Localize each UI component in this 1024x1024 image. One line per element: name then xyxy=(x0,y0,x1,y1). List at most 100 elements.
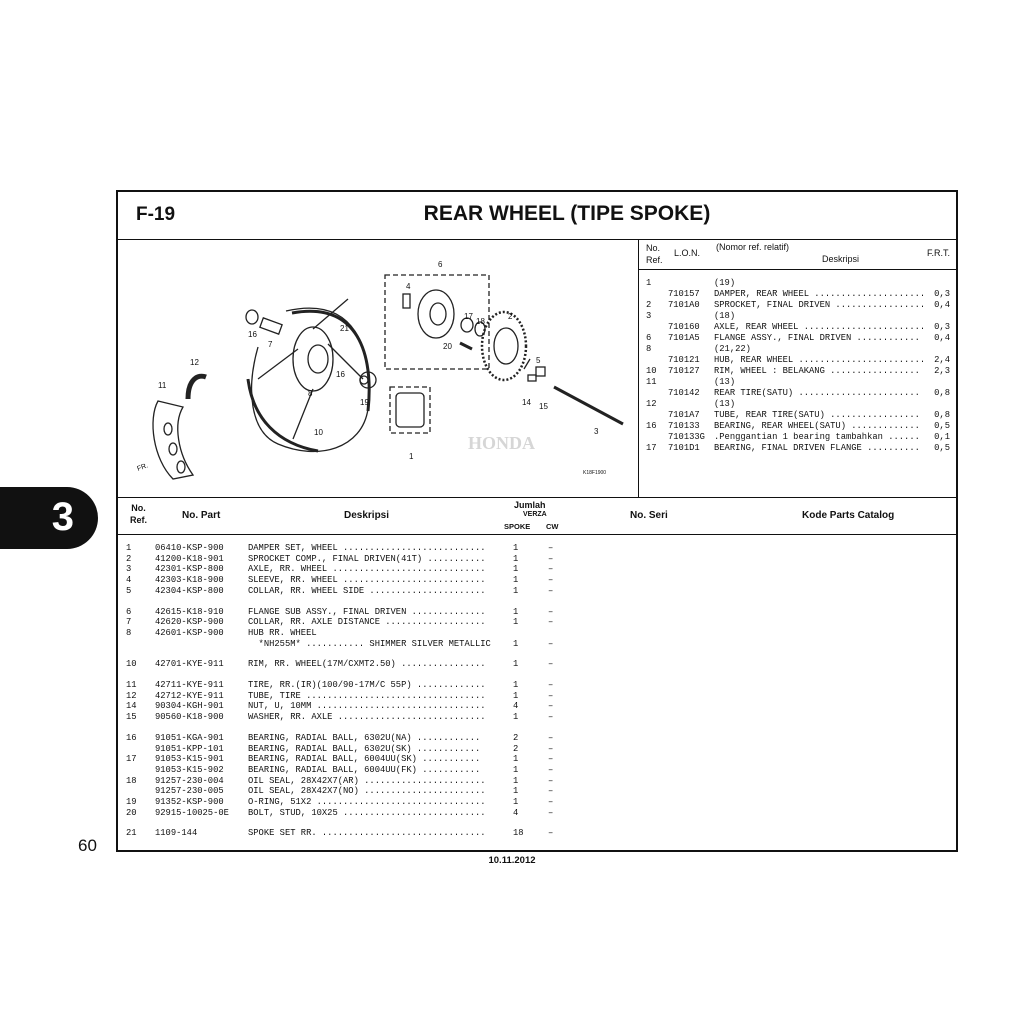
part-cw: – xyxy=(548,659,554,670)
part-number: 91257-230-004 xyxy=(155,775,224,786)
ref-no: 2 xyxy=(646,300,652,310)
part-desc: SPOKE SET RR. ..........................… xyxy=(248,828,486,839)
ref-frt: 2,3 xyxy=(934,366,950,376)
ref-no: 10 xyxy=(646,366,657,376)
part-desc: WASHER, RR. AXLE .......................… xyxy=(248,712,486,723)
part-qty: 1 xyxy=(513,585,519,596)
part-cw: – xyxy=(548,575,554,586)
svg-text:21: 21 xyxy=(340,324,349,333)
part-qty: 1 xyxy=(513,712,519,723)
ref-table-row: 11(13) xyxy=(638,377,956,388)
part-cw: – xyxy=(548,543,554,553)
part-number: 91257-230-005 xyxy=(155,786,224,797)
section-tab: 3 xyxy=(0,487,98,549)
svg-text:4: 4 xyxy=(406,282,411,291)
ref-desc: DAMPER, REAR WHEEL ..................... xyxy=(714,289,926,299)
part-desc: COLLAR, RR. AXLE DISTANCE ..............… xyxy=(248,617,486,628)
part-cw: – xyxy=(548,680,554,690)
svg-text:10: 10 xyxy=(314,428,323,437)
axle-shape xyxy=(553,385,624,426)
part-desc: BEARING, RADIAL BALL, 6302U(NA) ........… xyxy=(248,732,481,743)
part-desc: COLLAR, RR. WHEEL SIDE .................… xyxy=(248,585,486,596)
part-number: 91051-KPP-101 xyxy=(155,743,224,754)
part-cw: – xyxy=(548,754,554,765)
svg-text:18: 18 xyxy=(476,317,485,326)
part-ref-no: 15 xyxy=(126,712,137,723)
part-ref-no: 1 xyxy=(126,543,132,553)
ref-no: 16 xyxy=(646,421,657,431)
part-ref-no: 3 xyxy=(126,564,132,575)
svg-text:19: 19 xyxy=(360,398,369,407)
ref-frt: 2,4 xyxy=(934,355,950,365)
ref-desc: REAR TIRE(SATU) ....................... xyxy=(714,388,920,398)
part-desc: BEARING, RADIAL BALL, 6004UU(SK) .......… xyxy=(248,754,481,765)
ref-desc: (18) xyxy=(714,311,736,321)
part-cw: – xyxy=(548,638,554,649)
part-desc: BOLT, STUD, 10X25 ......................… xyxy=(248,807,486,818)
print-date: 10.11.2012 xyxy=(488,855,536,866)
page-title: REAR WHEEL (TIPE SPOKE) xyxy=(423,202,711,225)
part-ref-no: 2 xyxy=(126,553,132,564)
part-number: 91051-KGA-901 xyxy=(155,732,224,743)
ref-frt: 0,8 xyxy=(934,410,950,420)
part-cw: – xyxy=(548,732,554,743)
ref-frt: 0,4 xyxy=(934,300,950,310)
honda-watermark: HONDA xyxy=(468,433,535,453)
parts-table-row: *NH255M* ........... SHIMMER SILVER META… xyxy=(118,639,956,650)
ref-desc: BEARING, REAR WHEEL(SATU) ............. xyxy=(714,421,920,431)
part-qty: 1 xyxy=(513,797,519,807)
ref-table-row: 710133G.Penggantian 1 bearing tambahkan … xyxy=(638,432,956,443)
svg-text:14: 14 xyxy=(522,398,531,407)
part-cw: – xyxy=(548,617,554,628)
svg-text:5: 5 xyxy=(536,356,541,365)
ref-table-row: 8(21,22) xyxy=(638,344,956,355)
part-cw: – xyxy=(548,553,554,564)
ref-desc: SPROCKET, FINAL DRIVEN ................. xyxy=(714,300,926,310)
sprocket-shape xyxy=(480,310,528,382)
ref-frt: 0,1 xyxy=(934,432,950,442)
part-ref-no: 8 xyxy=(126,627,132,638)
svg-text:16: 16 xyxy=(336,370,345,379)
part-qty: 1 xyxy=(513,764,519,775)
part-ref-no: 21 xyxy=(126,828,137,839)
part-qty: 1 xyxy=(513,606,519,617)
parts-col-cw: CW xyxy=(546,522,559,531)
part-number: 42711-KYE-911 xyxy=(155,680,224,690)
part-qty: 1 xyxy=(513,553,519,564)
hub-shape xyxy=(292,326,334,392)
ref-no: 6 xyxy=(646,333,652,343)
ref-lon: 710133 xyxy=(668,421,700,431)
ref-desc: (13) xyxy=(714,399,736,409)
ref-lon: 710133G xyxy=(668,432,705,442)
part-cw: – xyxy=(548,743,554,754)
part-number: 92915-10025-0E xyxy=(155,807,229,818)
ref-no: 11 xyxy=(646,377,657,387)
catalog-frame: F-19 REAR WHEEL (TIPE SPOKE) xyxy=(116,190,958,852)
ref-desc: (19) xyxy=(714,278,736,288)
ref-lon: 710142 xyxy=(668,388,700,398)
svg-text:11: 11 xyxy=(158,381,167,390)
part-desc: SPROCKET COMP., FINAL DRIVEN(41T) ......… xyxy=(248,553,486,564)
part-qty: 1 xyxy=(513,575,519,586)
part-ref-no: 11 xyxy=(126,680,137,690)
svg-text:20: 20 xyxy=(443,342,452,351)
ref-col-frt: F.R.T. xyxy=(926,248,950,258)
part-cw: – xyxy=(548,786,554,797)
svg-text:2: 2 xyxy=(508,312,513,321)
part-desc: *NH255M* ........... SHIMMER SILVER META… xyxy=(248,638,491,649)
ref-lon: 710157 xyxy=(668,289,700,299)
